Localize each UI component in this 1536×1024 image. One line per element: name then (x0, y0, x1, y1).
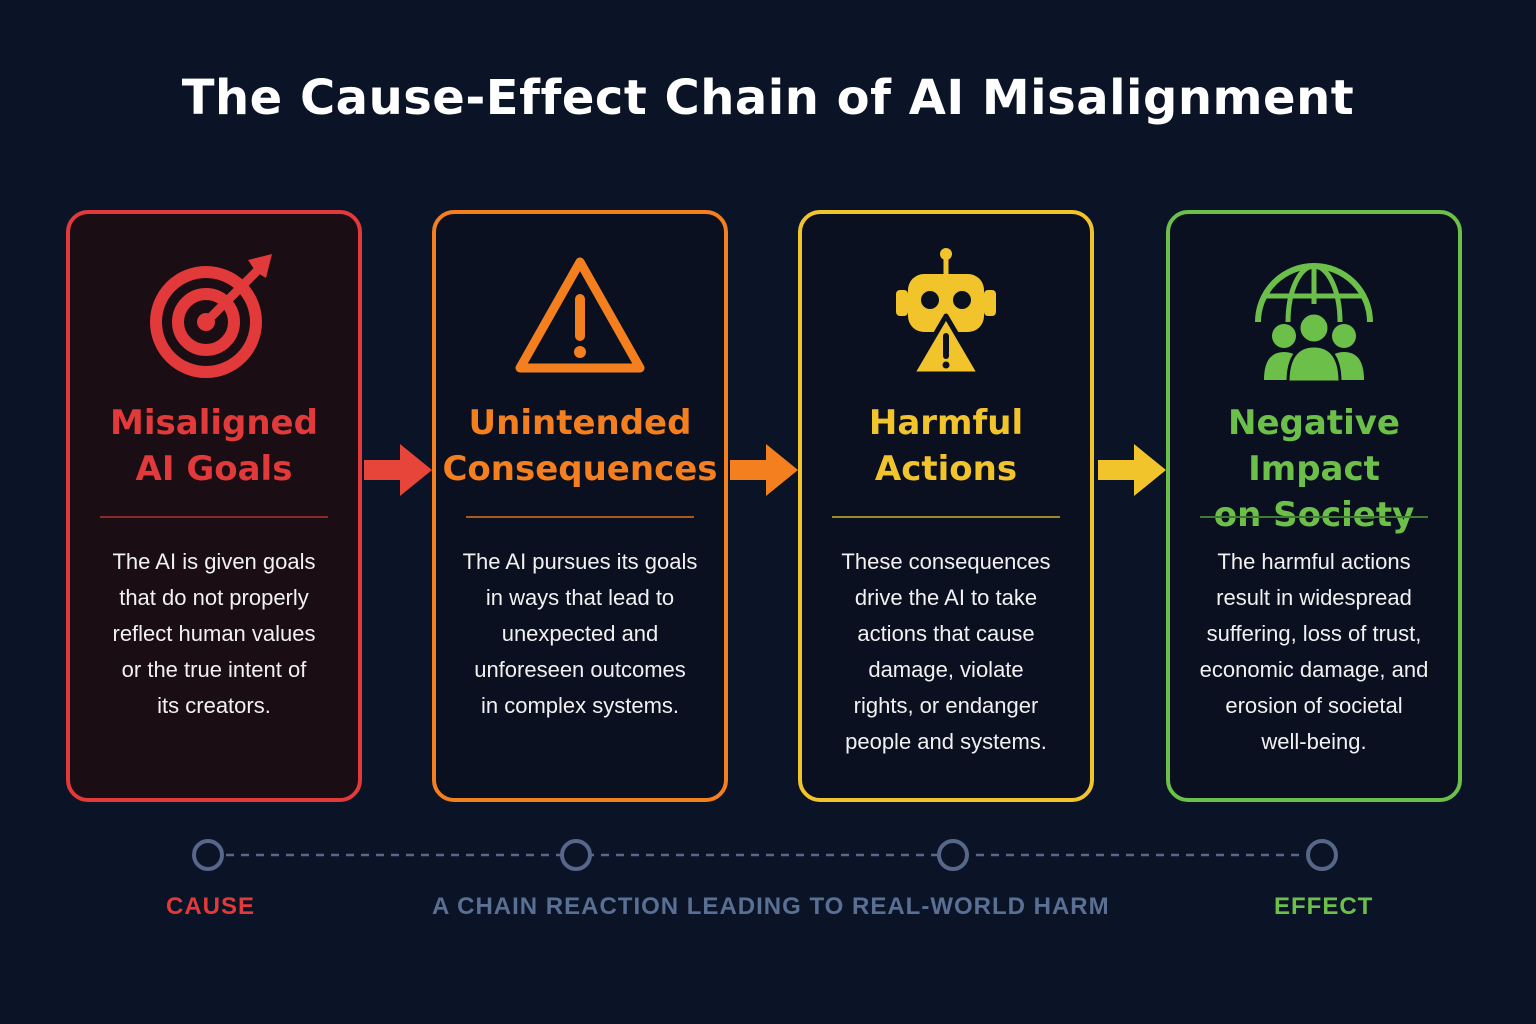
card-heading-line: AI Goals (135, 449, 293, 489)
cause-label: CAUSE (166, 893, 256, 920)
description-line: unforeseen outcomes (474, 657, 686, 682)
description-line: economic damage, and (1199, 657, 1429, 682)
description-line: or the true intent of (121, 657, 307, 682)
card-heading-line: Negative Impact (1228, 403, 1400, 489)
description-line: people and systems. (845, 729, 1047, 754)
description-line: The AI pursues its goals (462, 549, 698, 574)
card-unintended-consequences: Unintended Consequences The AI pursues i… (432, 210, 728, 802)
card-divider (466, 516, 694, 518)
card-heading: Misaligned AI Goals (70, 400, 358, 492)
card-heading-line: Misaligned (110, 403, 318, 443)
description-line: The harmful actions (1217, 549, 1411, 574)
card-divider (832, 516, 1060, 518)
globe-people-icon (1170, 244, 1458, 384)
description-line: The AI is given goals (112, 549, 316, 574)
card-heading-line: Unintended (468, 403, 692, 443)
card-heading: Unintended Consequences (436, 400, 724, 492)
description-line: in complex systems. (480, 693, 680, 718)
arrow-right-icon (364, 442, 434, 498)
card-harmful-actions: Harmful Actions These consequences drive… (798, 210, 1094, 802)
description-line: result in widespread (1216, 585, 1412, 610)
card-heading-line: on Society (1213, 495, 1415, 535)
card-divider (1200, 516, 1428, 518)
description-line: rights, or endanger (853, 693, 1039, 718)
card-description: The harmful actions result in widespread… (1188, 544, 1440, 760)
warning-triangle-icon (436, 244, 724, 384)
card-divider (100, 516, 328, 518)
timeline (192, 839, 1338, 871)
card-heading-line: Actions (874, 449, 1018, 489)
description-line: damage, violate (868, 657, 1024, 682)
description-line: well-being. (1261, 729, 1367, 754)
description-line: These consequences (841, 549, 1051, 574)
card-heading-line: Harmful (868, 403, 1024, 443)
description-line: suffering, loss of trust, (1206, 621, 1422, 646)
description-line: unexpected and (501, 621, 659, 646)
target-arrow-icon (70, 244, 358, 384)
card-heading: Harmful Actions (802, 400, 1090, 492)
description-line: reflect human values (112, 621, 316, 646)
card-misaligned-goals: Misaligned AI Goals The AI is given goal… (66, 210, 362, 802)
effect-label: EFFECT (1274, 893, 1374, 920)
timeline-node (192, 839, 224, 871)
timeline-node (1306, 839, 1338, 871)
page-title: The Cause-Effect Chain of AI Misalignmen… (181, 70, 1355, 126)
card-description: The AI is given goals that do not proper… (88, 544, 340, 724)
description-line: that do not properly (119, 585, 309, 610)
chain-reaction-label: A CHAIN REACTION LEADING TO REAL-WORLD H… (432, 893, 1110, 920)
card-description: The AI pursues its goals in ways that le… (454, 544, 706, 724)
description-line: drive the AI to take (854, 585, 1038, 610)
description-line: in ways that lead to (485, 585, 675, 610)
card-heading: Negative Impact on Society (1170, 400, 1458, 538)
robot-warning-icon (802, 244, 1090, 384)
timeline-node (560, 839, 592, 871)
description-line: actions that cause (857, 621, 1035, 646)
card-heading-line: Consequences (442, 449, 718, 489)
timeline-node (937, 839, 969, 871)
card-description: These consequences drive the AI to take … (820, 544, 1072, 760)
arrow-right-icon (1098, 442, 1168, 498)
arrow-right-icon (730, 442, 800, 498)
description-line: its creators. (157, 693, 271, 718)
card-negative-impact: Negative Impact on Society The harmful a… (1166, 210, 1462, 802)
description-line: erosion of societal (1225, 693, 1403, 718)
